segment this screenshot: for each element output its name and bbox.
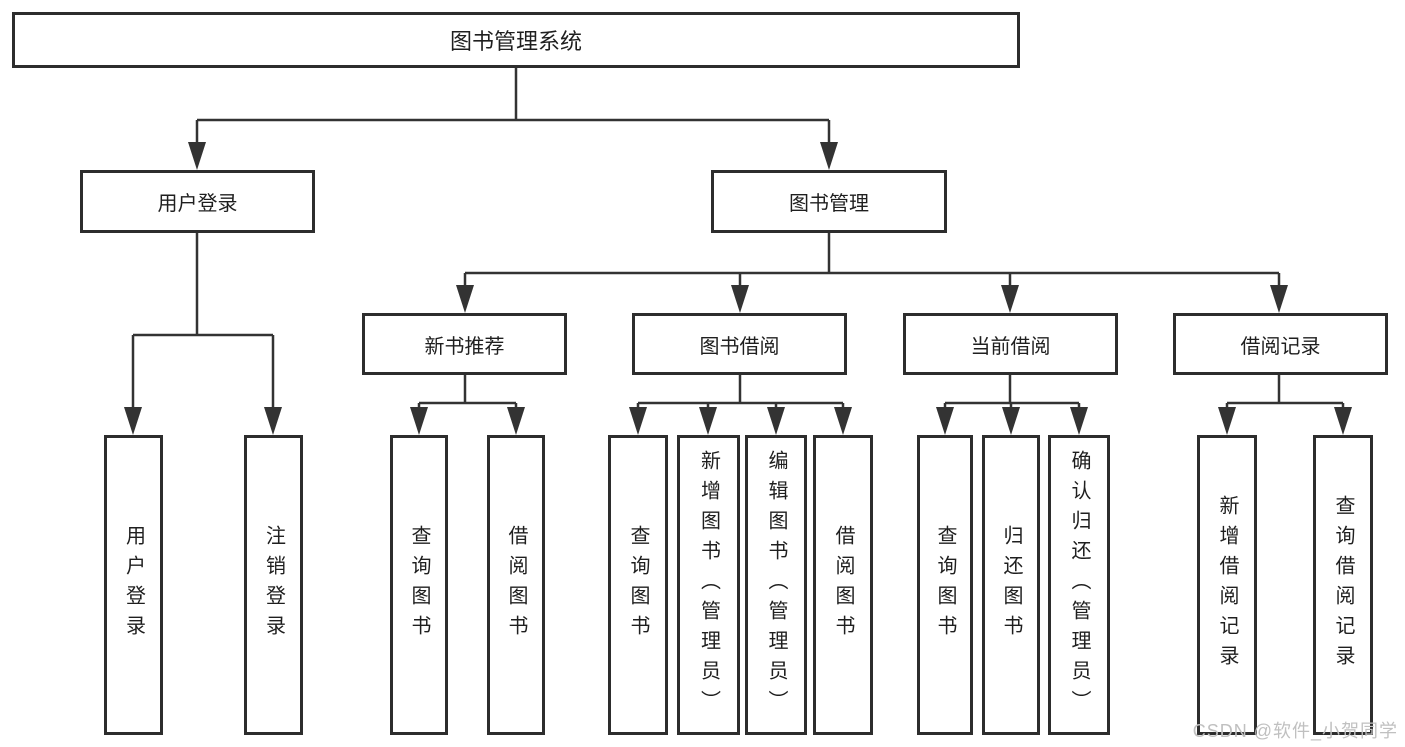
arrowhead-icon [1270, 285, 1288, 313]
connector-line [1225, 375, 1345, 407]
node-label: 用户登录 [157, 193, 238, 215]
leaf-label: 用户登录 [122, 525, 145, 645]
node-book-management: 图书管理 [711, 170, 947, 233]
node-label: 当前借阅 [970, 335, 1051, 358]
node-label: 借阅记录 [1240, 335, 1321, 358]
node-label: 图书借阅 [699, 335, 780, 358]
leaf-label: 借阅图书 [505, 525, 527, 645]
arrowhead-icon [1001, 285, 1019, 313]
leaf-return-books: 归还图书 [982, 435, 1040, 735]
branch-book-management [456, 233, 1288, 313]
leaf-label: 查询图书 [408, 525, 430, 645]
leaf-query-books-recommend: 查询图书 [390, 435, 448, 735]
connector-line [636, 375, 845, 407]
leaf-label: 归还图书 [1000, 525, 1022, 645]
leaf-borrow-books: 借阅图书 [813, 435, 873, 735]
leaf-label: 新增借阅记录 [1216, 495, 1238, 675]
leaf-add-books-admin: 新增图书（管理员） [677, 435, 740, 735]
arrowhead-icon [188, 142, 206, 170]
node-label: 新书推荐 [424, 335, 505, 358]
arrowhead-icon [1218, 407, 1236, 435]
branch-new-book-recommend [410, 375, 525, 435]
connector-line [463, 233, 1281, 285]
leaf-confirm-return-admin: 确认归还（管理员） [1048, 435, 1110, 735]
arrowhead-icon [1002, 407, 1020, 435]
leaf-label: 编辑图书（管理员） [765, 450, 787, 720]
arrowhead-icon [767, 407, 785, 435]
connector-line [195, 68, 831, 142]
arrowhead-icon [820, 142, 838, 170]
node-user-login: 用户登录 [80, 170, 315, 233]
branch-borrow-records [1218, 375, 1352, 435]
branch-current-borrow [936, 375, 1088, 435]
arrowhead-icon [1334, 407, 1352, 435]
branch-user-login [124, 233, 282, 435]
leaf-label: 查询图书 [627, 525, 649, 645]
leaf-query-books-borrow: 查询图书 [608, 435, 668, 735]
leaf-user-login: 用户登录 [104, 435, 163, 735]
node-book-borrow: 图书借阅 [632, 313, 847, 375]
leaf-query-borrow-record: 查询借阅记录 [1313, 435, 1373, 735]
leaf-query-books-current: 查询图书 [917, 435, 973, 735]
connector-line [417, 375, 518, 407]
leaf-borrow-books-recommend: 借阅图书 [487, 435, 545, 735]
node-current-borrow: 当前借阅 [903, 313, 1118, 375]
node-label: 图书管理系统 [449, 29, 582, 54]
leaf-add-borrow-record: 新增借阅记录 [1197, 435, 1257, 735]
arrowhead-icon [456, 285, 474, 313]
leaf-label: 借阅图书 [832, 525, 854, 645]
arrowhead-icon [124, 407, 142, 435]
leaf-label: 注销登录 [262, 525, 285, 645]
branch-book-borrow [629, 375, 852, 435]
arrowhead-icon [264, 407, 282, 435]
arrowhead-icon [507, 407, 525, 435]
arrowhead-icon [699, 407, 717, 435]
node-borrow-records: 借阅记录 [1173, 313, 1388, 375]
branch-root-to-level2 [188, 68, 838, 170]
connector-line [943, 375, 1081, 407]
leaf-edit-books-admin: 编辑图书（管理员） [745, 435, 807, 735]
leaf-label: 查询图书 [934, 525, 956, 645]
leaf-label: 确认归还（管理员） [1068, 450, 1090, 720]
csdn-watermark: CSDN @软件_小贺同学 [1192, 721, 1398, 741]
node-root-library-system: 图书管理系统 [12, 12, 1020, 68]
leaf-logout: 注销登录 [244, 435, 303, 735]
arrowhead-icon [629, 407, 647, 435]
node-label: 图书管理 [789, 193, 869, 215]
node-new-book-recommend: 新书推荐 [362, 313, 567, 375]
arrowhead-icon [1070, 407, 1088, 435]
leaf-label: 新增图书（管理员） [697, 450, 720, 720]
arrowhead-icon [834, 407, 852, 435]
connector-line [131, 233, 275, 407]
arrowhead-icon [410, 407, 428, 435]
arrowhead-icon [731, 285, 749, 313]
arrowhead-icon [936, 407, 954, 435]
leaf-label: 查询借阅记录 [1332, 495, 1354, 675]
